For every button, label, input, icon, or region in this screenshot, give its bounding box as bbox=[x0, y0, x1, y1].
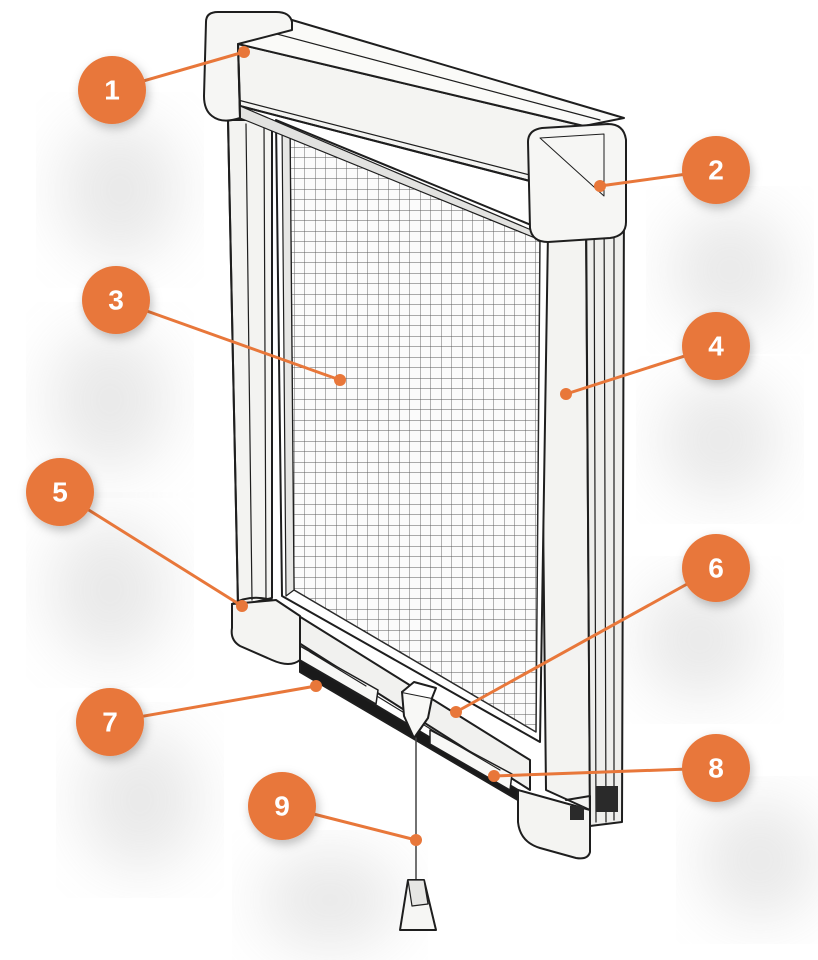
target-dot-2 bbox=[594, 180, 606, 192]
callout-label-2: 2 bbox=[708, 155, 724, 186]
callouts: 1 2 3 4 5 6 7 8 bbox=[26, 46, 750, 846]
leader-line-5 bbox=[59, 490, 243, 608]
right-guide-rail bbox=[539, 195, 625, 827]
callout-marker-8 bbox=[682, 734, 750, 802]
callout-marker-4 bbox=[682, 312, 750, 380]
left-top-cap bbox=[203, 11, 293, 122]
callout-marker-1 bbox=[78, 56, 146, 124]
callout-label-7: 7 bbox=[102, 707, 118, 738]
callout-label-5: 5 bbox=[52, 477, 68, 508]
callout-marker-5 bbox=[26, 458, 94, 526]
callout-label-1: 1 bbox=[104, 75, 120, 106]
target-dot-7 bbox=[310, 680, 322, 692]
leader-line-8 bbox=[493, 766, 717, 778]
callout-label-8: 8 bbox=[708, 753, 724, 784]
callout-marker-6 bbox=[682, 534, 750, 602]
callout-label-4: 4 bbox=[708, 331, 724, 362]
leader-line-3 bbox=[115, 298, 341, 382]
leader-line-6 bbox=[455, 566, 717, 714]
target-dot-9 bbox=[410, 834, 422, 846]
callout-marker-9 bbox=[248, 772, 316, 840]
top-cassette bbox=[237, 19, 625, 241]
leader-line-7 bbox=[109, 684, 317, 724]
background-shadows bbox=[50, 120, 818, 950]
callout-marker-3 bbox=[82, 266, 150, 334]
callout-marker-2 bbox=[682, 136, 750, 204]
target-dot-5 bbox=[236, 600, 248, 612]
callout-label-9: 9 bbox=[274, 791, 290, 822]
target-dot-6 bbox=[450, 706, 462, 718]
left-guide-rail bbox=[227, 119, 273, 607]
left-bottom-cap bbox=[230, 599, 301, 665]
callout-label-6: 6 bbox=[708, 553, 724, 584]
screen-illustration bbox=[203, 11, 627, 931]
callout-label-3: 3 bbox=[108, 285, 124, 316]
target-dot-3 bbox=[334, 374, 346, 386]
target-dot-1 bbox=[238, 46, 250, 58]
target-dot-4 bbox=[560, 388, 572, 400]
callout-marker-7 bbox=[76, 688, 144, 756]
target-dot-8 bbox=[488, 770, 500, 782]
right-top-cap bbox=[527, 123, 627, 243]
